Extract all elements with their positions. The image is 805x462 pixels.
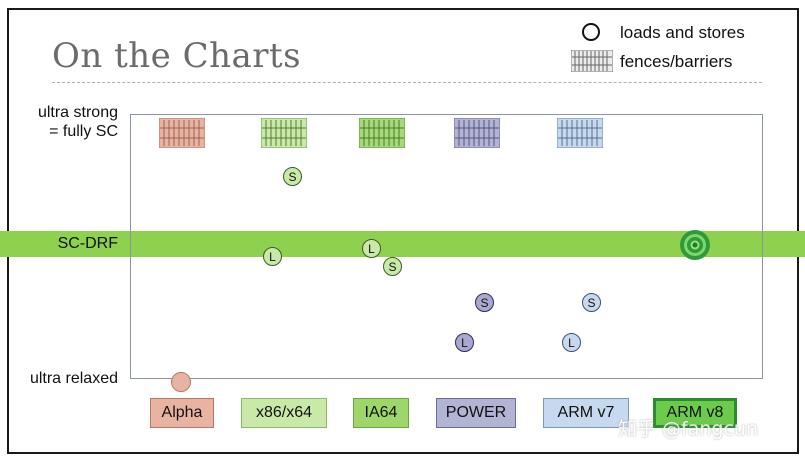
- armv7-load-marker: L: [562, 333, 581, 352]
- arch-power: POWER: [436, 398, 516, 428]
- alpha-position-marker: [171, 372, 191, 392]
- x86-store-marker: S: [283, 167, 302, 186]
- ordering-chart-area: [130, 114, 763, 379]
- legend-circle-icon: [582, 23, 600, 41]
- label-ultra-strong: ultra strong: [37, 104, 118, 121]
- fence-icon-power: [454, 118, 500, 148]
- ia64-store-marker: S: [383, 257, 402, 276]
- legend-fences: fences/barriers: [620, 52, 733, 71]
- arch-x86: x86/x64: [241, 398, 327, 428]
- arch-ia64: IA64: [353, 398, 409, 428]
- power-load-marker: L: [455, 333, 474, 352]
- armv7-store-marker: S: [582, 293, 601, 312]
- title-divider: [52, 82, 762, 83]
- fence-icon-armv7: [557, 118, 603, 148]
- fence-icon-ia64: [359, 118, 405, 148]
- watermark: 知乎 @fangcun: [618, 418, 759, 440]
- ia64-load-marker: L: [362, 239, 381, 258]
- legend-fence-icon: [571, 50, 613, 72]
- sc-drf-band: [0, 231, 805, 257]
- label-ultra-relaxed: ultra relaxed: [29, 370, 118, 387]
- legend-loads-stores: loads and stores: [620, 23, 745, 42]
- armv8-target-icon: [680, 230, 710, 260]
- fence-icon-x86: [261, 118, 307, 148]
- label-sc-drf: SC-DRF: [57, 235, 118, 252]
- arch-armv8: ARM v8: [653, 398, 737, 428]
- slide-title: On the Charts: [52, 36, 302, 76]
- fence-icon-alpha: [159, 118, 205, 148]
- arch-armv7: ARM v7: [543, 398, 629, 428]
- arch-alpha: Alpha: [150, 398, 214, 428]
- label-fully-sc: = fully SC: [49, 123, 118, 140]
- x86-load-marker: L: [263, 247, 282, 266]
- power-store-marker: S: [475, 293, 494, 312]
